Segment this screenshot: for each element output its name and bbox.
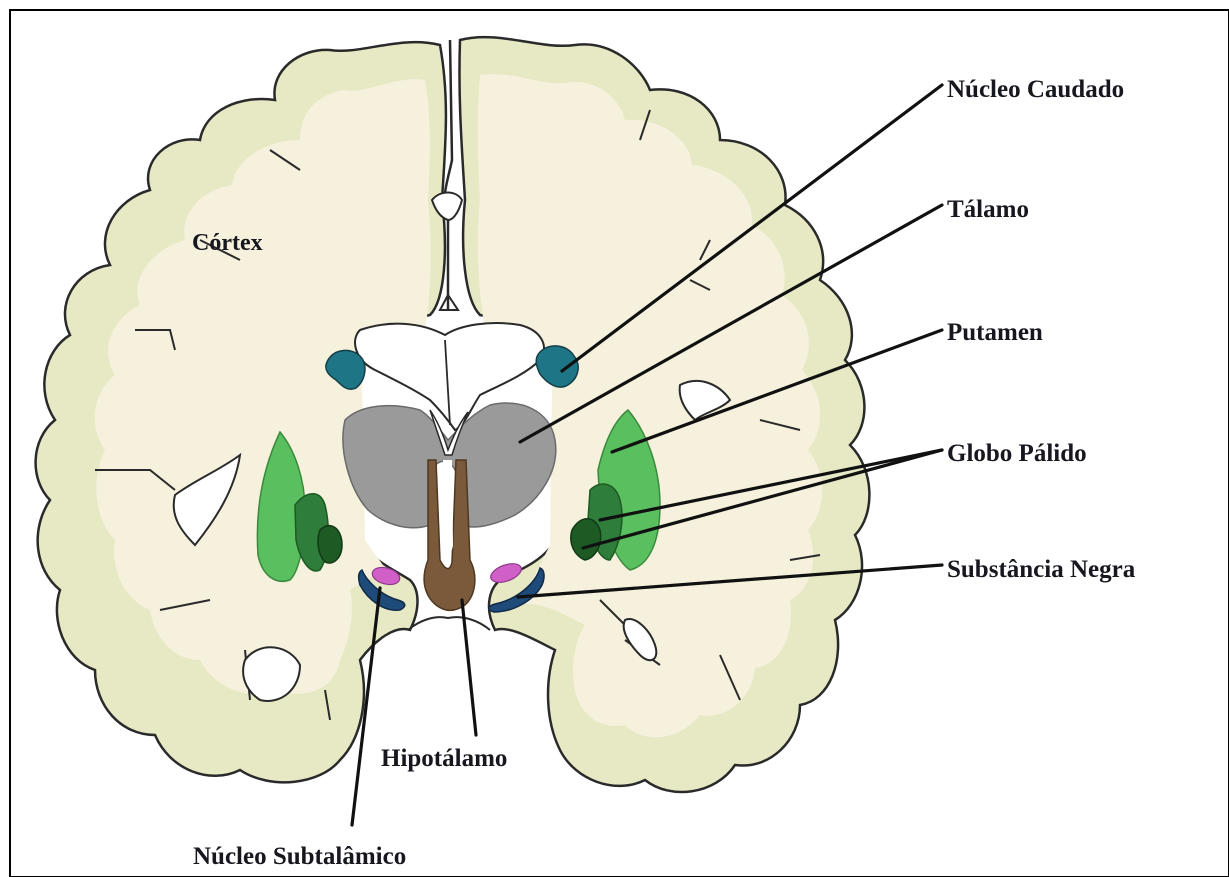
- globus-pallidus-left-inner: [318, 526, 342, 563]
- label-subthalamic-nucleus: Núcleo Subtalâmico: [193, 843, 406, 870]
- label-substantia-nigra: Substância Negra: [947, 556, 1136, 583]
- label-hypothalamus: Hipotálamo: [381, 745, 507, 772]
- label-globus-pallidus: Globo Pálido: [947, 440, 1087, 467]
- label-thalamus: Tálamo: [947, 196, 1029, 223]
- label-putamen: Putamen: [947, 319, 1043, 346]
- label-caudate-nucleus: Núcleo Caudado: [947, 76, 1124, 103]
- hypothalamus-core: [443, 460, 453, 553]
- label-cortex: Córtex: [192, 230, 263, 256]
